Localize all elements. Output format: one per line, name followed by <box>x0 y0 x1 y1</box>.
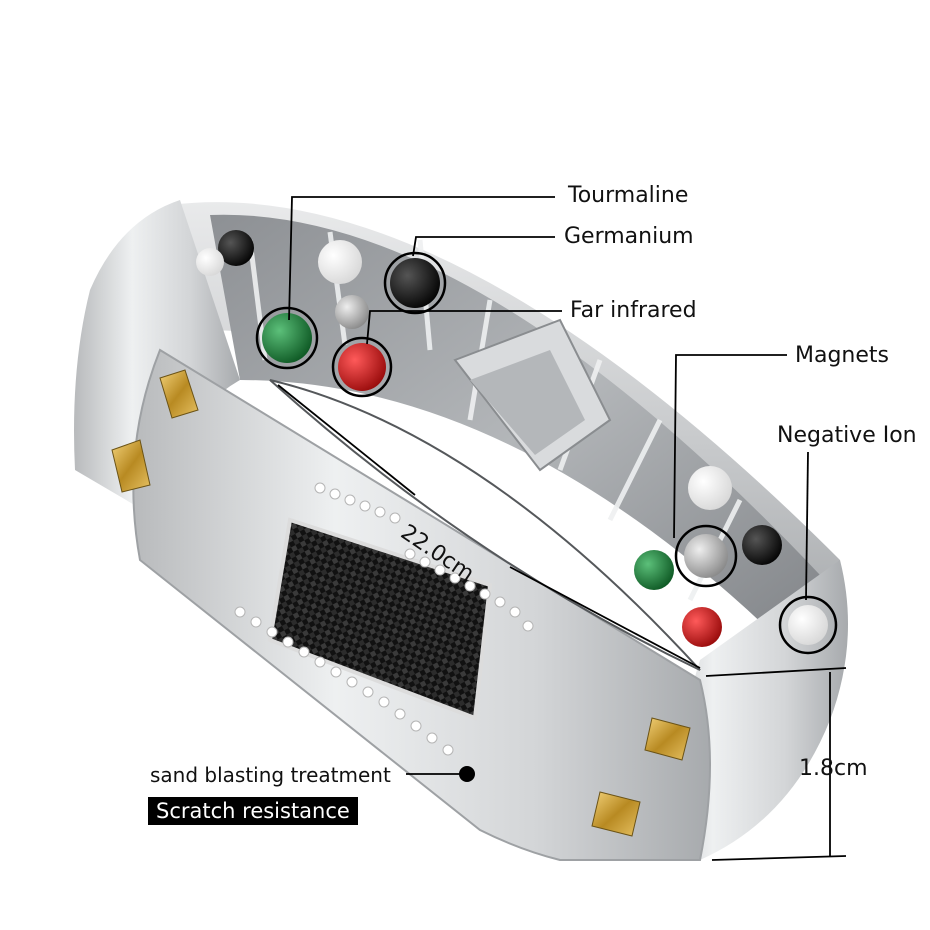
band-opening <box>269 379 701 671</box>
clasp <box>453 318 612 472</box>
leader-lines <box>288 196 809 601</box>
label-far-infrared: Far infrared <box>570 298 697 323</box>
length-dimension <box>277 384 701 669</box>
germanium-line <box>412 236 555 257</box>
stones-left <box>196 230 440 391</box>
negative-ion-line <box>805 451 809 601</box>
gold-accents <box>111 369 691 837</box>
label-germanium: Germanium <box>564 224 694 249</box>
label-scratch-resistance: Scratch resistance <box>148 797 358 825</box>
crystal-row-top <box>314 482 534 632</box>
label-negative-ion: Negative Ion <box>777 423 917 448</box>
label-width: 1.8cm <box>799 756 868 781</box>
label-sand-blasting: sand blasting treatment <box>150 763 391 787</box>
stones-right <box>634 466 828 647</box>
far-infrared-line <box>366 310 562 345</box>
sand-blast-dot <box>459 766 475 782</box>
label-magnets: Magnets <box>795 343 889 368</box>
highlight-rings <box>255 251 838 655</box>
crystal-row-bottom <box>234 606 454 756</box>
tourmaline-line <box>288 196 555 321</box>
magnets-line <box>673 354 787 539</box>
label-tourmaline: Tourmaline <box>568 183 689 208</box>
width-dimension <box>705 667 847 861</box>
